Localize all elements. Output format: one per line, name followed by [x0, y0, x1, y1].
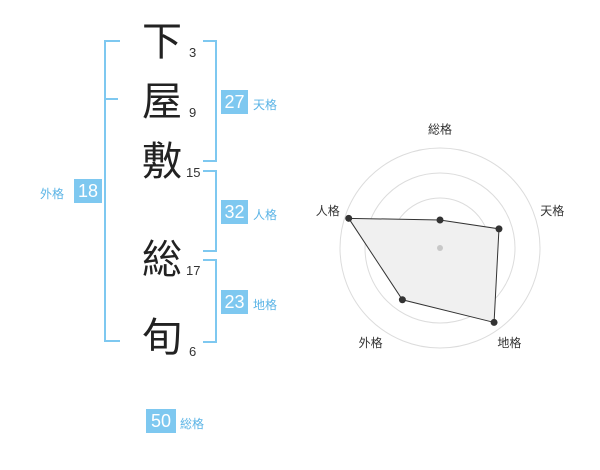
radar-axis-label: 人格: [316, 203, 340, 218]
radar-axis-label: 天格: [540, 203, 564, 218]
chikaku-score: 23: [221, 290, 248, 314]
chikaku-label: 地格: [253, 298, 278, 312]
radar-area: [347, 217, 500, 324]
name-char-1: 下: [142, 19, 182, 65]
soukaku-score: 50: [146, 409, 176, 433]
name-char-2: 屋: [142, 79, 182, 125]
radar-axis-label: 外格: [359, 335, 383, 350]
tenkaku-bracket: [203, 40, 217, 162]
radar-point: [490, 318, 498, 326]
gaikaku-bracket-tick: [104, 98, 118, 100]
gaikaku-bracket: [104, 40, 120, 342]
radar-points: [345, 214, 503, 326]
radar-center-dot: [437, 245, 443, 251]
stroke-count-1: 3: [189, 45, 197, 60]
radar-ring: [364, 172, 516, 324]
name-char-5: 旬: [142, 315, 182, 361]
radar-point: [398, 296, 406, 304]
radar-axis-label: 地格: [497, 335, 521, 350]
stroke-count-5: 6: [189, 344, 197, 359]
tenkaku-label: 天格: [253, 98, 278, 112]
tenkaku-score: 27: [221, 90, 248, 114]
chikaku-bracket: [203, 259, 217, 343]
jinkaku-label: 人格: [253, 208, 278, 222]
soukaku-label: 総格: [180, 417, 205, 431]
jinkaku-bracket: [203, 170, 217, 252]
gaikaku-score: 18: [74, 179, 102, 203]
stroke-count-2: 9: [189, 105, 197, 120]
jinkaku-score: 32: [221, 200, 248, 224]
radar-point: [345, 214, 353, 222]
name-char-3: 敷: [142, 139, 182, 185]
radar-axis-label: 総格: [428, 122, 452, 137]
stroke-count-3: 15: [186, 165, 201, 180]
name-char-4: 総: [142, 237, 182, 283]
radar-point: [436, 216, 444, 224]
radar-ring: [339, 147, 541, 349]
gaikaku-label: 外格: [40, 187, 65, 201]
radar-point: [495, 225, 503, 233]
stroke-count-4: 17: [186, 263, 201, 278]
